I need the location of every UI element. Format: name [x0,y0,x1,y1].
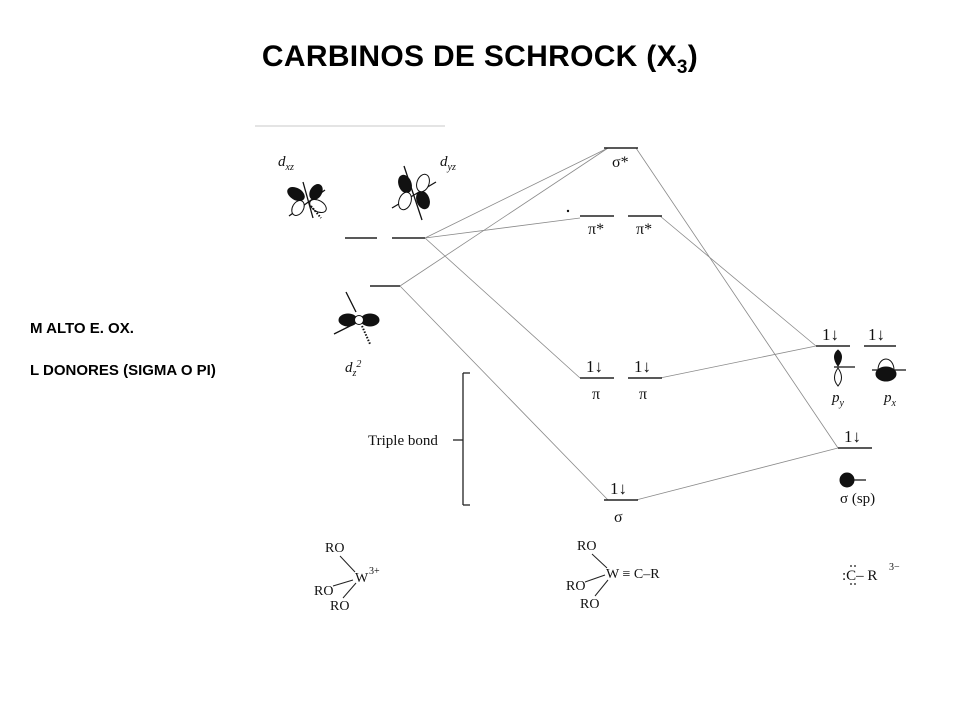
ligand-charge: 3− [889,562,900,573]
label-pi-2: π [639,386,647,403]
title-main: CARBINOS DE SCHROCK (X [261,40,677,73]
label-dz2: dz2 [345,359,361,379]
line-pi-p [659,345,817,379]
metal-charge: 3+ [369,566,380,577]
label-pi-1: π [592,386,600,403]
line-dyz-pi [424,237,581,379]
electrons-pi-1: 1↓ [586,357,603,376]
line-pi-star-p [659,215,817,347]
title-subscript: 3 [676,57,688,78]
electrons-sigma-sp: 1↓ [844,427,861,446]
complex-ro-1: RO [577,539,596,554]
label-py: py [831,390,845,409]
complex-formula: W ≡ C–R [606,567,660,582]
dyz-orbital-icon [391,165,437,221]
electrons-sigma: 1↓ [610,479,627,498]
label-sigma: σ [614,509,623,526]
label-px: px [883,390,897,409]
dxz-orbital-icon [287,181,327,219]
metal-center: W [355,571,369,586]
electrons-pi-2: 1↓ [634,357,651,376]
label-dyz: dyz [440,154,456,173]
line-sigma-sp [635,447,839,501]
title-close: ) [687,40,699,73]
note-donor-ligands: L DONORES (SIGMA O PI) [30,362,216,379]
correlation-lines [399,147,839,501]
page-title: CARBINOS DE SCHROCK (X3) [0,40,960,79]
fragment-metal: RO RO RO W 3+ [314,541,380,614]
px-orbital-icon [872,358,906,382]
line-dxz-sigma-star [424,147,609,239]
triple-bond-bracket [453,372,470,506]
stray-dot [566,209,570,213]
fragment-ligand: :C– R 3− [842,562,900,585]
complex-ro-2: RO [566,579,585,594]
line-dxz-pi-star [424,217,581,239]
dz2-orbital-icon [333,291,380,345]
ligand-formula: :C– R [842,568,877,584]
label-sigma-star: σ* [612,154,629,171]
line-dz2-sigma-star [399,147,609,287]
complex-ro-3: RO [580,597,599,612]
metal-ro-2: RO [314,584,333,599]
electrons-px: 1↓ [868,325,885,344]
label-triple-bond: Triple bond [368,433,438,449]
label-pi-star-1: π* [588,221,604,238]
line-dz2-sigma [399,285,609,501]
sp-orbital-icon [839,472,866,488]
label-dxz: dxz [278,154,294,173]
electrons-py: 1↓ [822,325,839,344]
metal-ro-1: RO [325,541,344,556]
py-orbital-icon [834,349,855,387]
metal-ro-3: RO [330,599,349,614]
fragment-complex: RO RO RO W ≡ C–R [566,539,660,612]
line-sigma-star-sp [635,147,839,449]
label-pi-star-2: π* [636,221,652,238]
label-sigma-sp: σ (sp) [840,491,875,507]
note-metal-oxidation: M ALTO E. OX. [30,320,134,337]
